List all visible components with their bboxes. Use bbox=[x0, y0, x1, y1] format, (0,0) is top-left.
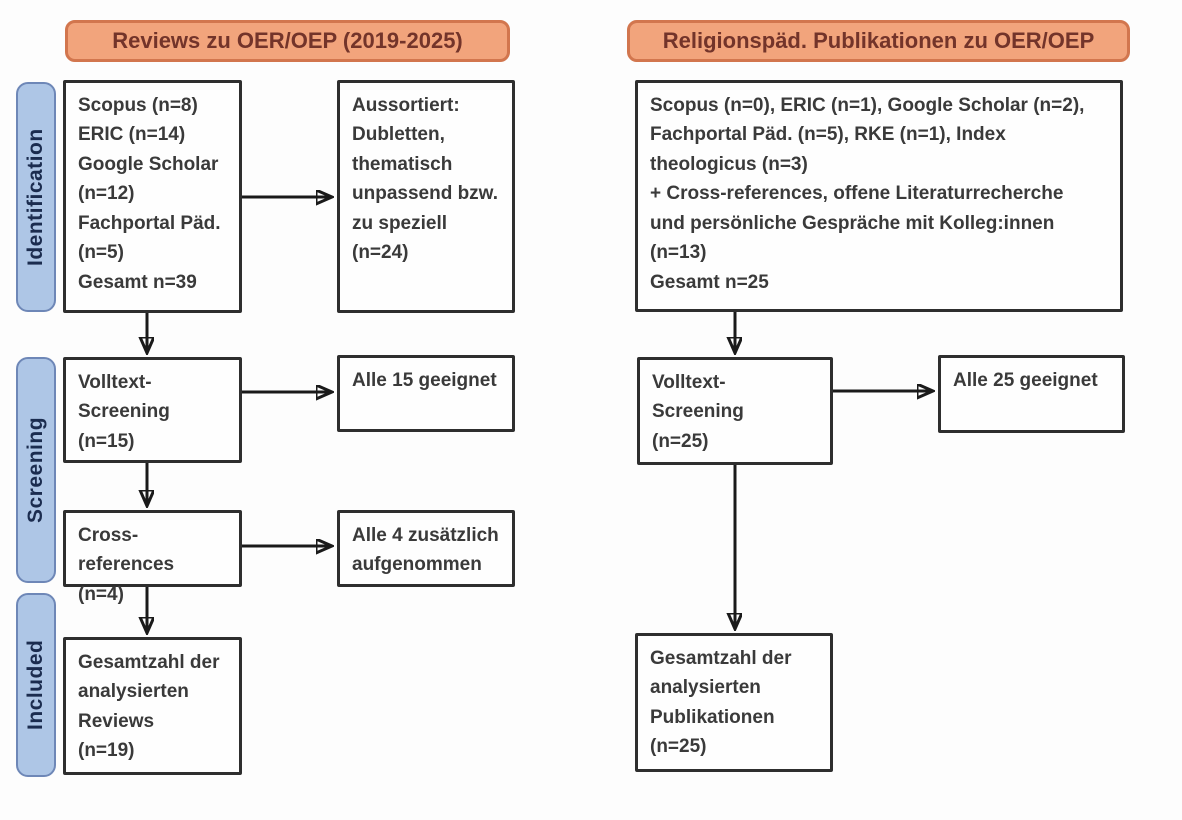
column-header-religionspaed: Religionspäd. Publikationen zu OER/OEP bbox=[627, 20, 1130, 62]
column-header-reviews: Reviews zu OER/OEP (2019-2025) bbox=[65, 20, 510, 62]
stage-label-screening: Screening bbox=[16, 357, 56, 583]
box-left-crossreferences: Cross-references (n=4) bbox=[63, 510, 242, 605]
box-left-crossref-result: Alle 4 zusätzlich aufgenommen bbox=[337, 510, 515, 587]
box-right-included-total: Gesamtzahl der analysierten Publikatione… bbox=[635, 633, 833, 772]
box-left-fulltext-screening: Volltext- Screening (n=15) bbox=[63, 357, 242, 463]
box-right-fulltext-screening: Volltext- Screening (n=25) bbox=[637, 357, 833, 465]
stage-label-included: Included bbox=[16, 593, 56, 777]
box-left-fulltext-result: Alle 15 geeignet bbox=[337, 355, 515, 432]
box-left-excluded: Aussortiert: Dubletten, thematisch unpas… bbox=[337, 80, 515, 313]
box-right-sources: Scopus (n=0), ERIC (n=1), Google Scholar… bbox=[635, 80, 1123, 312]
box-left-sources: Scopus (n=8) ERIC (n=14) Google Scholar … bbox=[63, 80, 242, 313]
stage-label-identification: Identification bbox=[16, 82, 56, 312]
box-right-fulltext-result: Alle 25 geeignet bbox=[938, 355, 1125, 433]
box-left-included-total: Gesamtzahl der analysierten Reviews (n=1… bbox=[63, 637, 242, 775]
